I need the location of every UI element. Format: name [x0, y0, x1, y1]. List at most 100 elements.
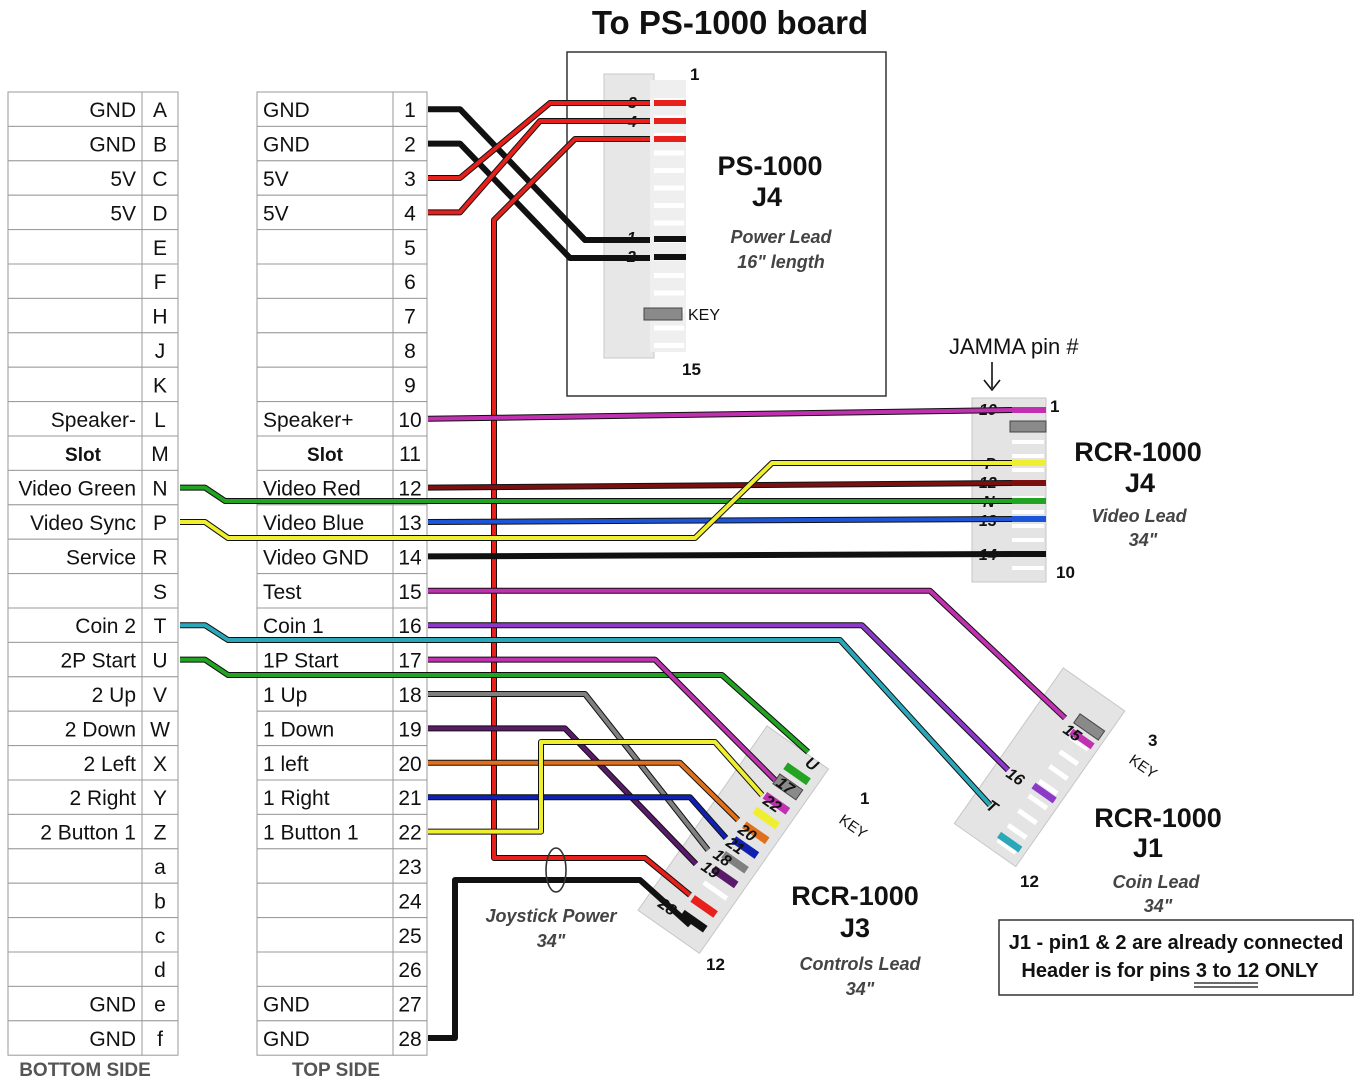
ps1000-pin-start: 1: [690, 65, 699, 84]
top-pin-label: 9: [404, 374, 416, 397]
bottom-signal-label: GND: [89, 1028, 136, 1051]
rcr-j1-slot: [1047, 764, 1069, 781]
joystick-cable-tie: [545, 847, 567, 893]
bottom-pin-cell: [141, 641, 179, 678]
ps1000-name: PS-1000: [717, 151, 822, 181]
top-pin-label: 18: [398, 684, 421, 707]
note-line-1: J1 - pin1 & 2 are already connected: [1009, 932, 1344, 954]
wire-gnd-1: [428, 107, 650, 242]
top-pin-cell: [392, 194, 428, 231]
bottom-signal-label: 2 Down: [65, 718, 136, 741]
top-pin-cell: [392, 985, 428, 1022]
top-signal-label: Video GND: [263, 546, 369, 569]
top-pin-cell: [392, 160, 428, 196]
joystick-power-length: 34": [537, 931, 566, 951]
top-pin-cell: [392, 263, 428, 299]
top-signal-label: 5V: [263, 168, 289, 191]
bottom-name-cell: [7, 882, 143, 919]
top-name-cell: [256, 91, 394, 127]
bottom-name-cell: [7, 607, 143, 643]
wire-speaker: [427, 408, 1013, 421]
rcr-j1-connector: [953, 667, 1126, 868]
rcr-j4-slot: [1012, 510, 1044, 514]
rcr-j1-wire-pin: [1031, 782, 1057, 804]
top-pin-cell: [392, 882, 428, 919]
rcr-j3-wire-pin: [690, 895, 718, 918]
top-pin-label: 25: [398, 925, 421, 948]
top-pin-label: 28: [398, 1028, 421, 1051]
wire-1p-start: [428, 657, 777, 782]
rcr-j4-name: RCR-1000: [1074, 437, 1202, 467]
bottom-pin-cell: [141, 332, 179, 368]
bottom-pin-label: R: [152, 546, 167, 569]
top-pin-cell: [392, 951, 428, 987]
top-name-cell: [256, 194, 394, 231]
bottom-pin-cell: [141, 1020, 179, 1056]
bottom-pin-cell: [141, 125, 179, 162]
top-pin-label: 17: [398, 650, 421, 673]
ps1000-slot: [654, 150, 684, 156]
ps1000-slot: [654, 185, 684, 191]
bottom-name-cell: [7, 1020, 143, 1056]
bottom-pin-label: b: [154, 890, 166, 913]
top-pin-label: 16: [398, 615, 421, 638]
bottom-signal-label: 5V: [110, 168, 136, 191]
note-line-2: Header is for pins 3 to 12 ONLY: [1021, 960, 1319, 982]
rcr-j3-wire-pin: [721, 850, 749, 874]
top-name-cell: [256, 297, 394, 334]
bottom-pin-label: C: [152, 168, 167, 191]
bottom-pin-cell: [141, 160, 179, 196]
top-pin-cell: [392, 229, 428, 265]
top-name-cell: [256, 504, 394, 540]
bottom-name-cell: [7, 469, 143, 506]
top-name-cell: [256, 951, 394, 987]
wires: [180, 100, 1068, 1041]
rcr-j1-slot: [1068, 734, 1090, 752]
bottom-signal-label: 2 Right: [69, 787, 136, 810]
wire-5v-4: [428, 119, 650, 215]
ps1000-slot: [654, 325, 684, 331]
top-pin-label: 14: [398, 546, 422, 569]
rcr-j1-name: RCR-1000: [1094, 803, 1222, 833]
jamma-pin-header: JAMMA pin #: [949, 334, 1079, 359]
ps1000-pin-end: 15: [682, 360, 701, 379]
note-emphasis: 3 to 12: [1196, 960, 1259, 982]
bottom-pin-label: B: [153, 134, 167, 157]
wire-video-red: [427, 481, 1013, 490]
rcr-j1-slot: [1017, 808, 1038, 826]
rcr-j4-lead: Video Lead: [1091, 506, 1187, 526]
bottom-pin-label: N: [152, 478, 167, 501]
top-signal-label: Slot: [307, 445, 344, 466]
rcr-j1-pin-end: 12: [1020, 872, 1039, 891]
top-pin-label: 1: [404, 99, 416, 122]
top-pin-cell: [392, 401, 428, 437]
bottom-pin-cell: [141, 848, 179, 884]
bottom-name-cell: [7, 985, 143, 1022]
rcr-j3-key-label: KEY: [836, 811, 870, 842]
top-name-cell: [256, 538, 394, 575]
rcr-j3-wire-pin: [741, 821, 770, 845]
top-pin-label: 6: [404, 271, 416, 294]
bottom-pin-label: E: [153, 237, 167, 260]
bottom-pin-label: P: [153, 512, 167, 535]
top-pin-label: 24: [398, 890, 422, 913]
top-pin-cell: [392, 538, 428, 575]
wire-video-green: [180, 485, 1012, 503]
rcr-j4-wire-pin: [1012, 498, 1046, 504]
ps1000-slot: [654, 343, 684, 348]
rcr-j3-pin-start: 1: [860, 789, 869, 808]
top-name-cell: [256, 1020, 394, 1056]
wire-video-gnd: [427, 552, 1013, 559]
bottom-pin-label: A: [153, 99, 167, 122]
bottom-name-cell: [7, 435, 143, 471]
rcr-j4-slot: [1012, 454, 1044, 458]
top-signal-label: Video Red: [263, 478, 361, 501]
wire-video-sync: [180, 461, 1012, 540]
top-pin-cell: [392, 745, 428, 781]
top-pin-cell: [392, 779, 428, 815]
top-signal-label: GND: [263, 1028, 310, 1051]
rcr-j3-wire-pin: [762, 791, 791, 815]
wire-1-up: [428, 692, 710, 852]
ps1000-lead: Power Lead: [730, 227, 832, 247]
